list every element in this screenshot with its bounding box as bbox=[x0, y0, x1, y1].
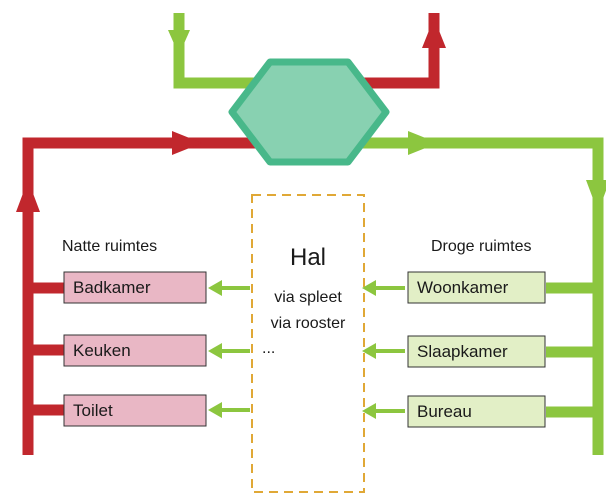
heat-exchanger-hexagon bbox=[228, 58, 390, 166]
dry-rooms-title: Droge ruimtes bbox=[431, 238, 531, 255]
wet-rooms-title: Natte ruimtes bbox=[62, 238, 157, 255]
hall-line-ellipsis: ... bbox=[262, 340, 275, 357]
hall-box bbox=[251, 194, 365, 493]
wet-room-label: Keuken bbox=[73, 341, 131, 360]
dry-room-woonkamer: Woonkamer bbox=[407, 271, 546, 304]
supply-flow-arrow bbox=[408, 131, 438, 155]
supply-arrowheads bbox=[168, 30, 606, 212]
transfer-arrows-left bbox=[208, 280, 250, 418]
hall-title: Hal bbox=[290, 244, 326, 271]
wet-room-keuken: Keuken bbox=[63, 334, 207, 367]
wet-room-label: Badkamer bbox=[73, 278, 151, 297]
wet-room-toilet: Toilet bbox=[63, 394, 207, 427]
exhaust-out-arrow bbox=[422, 18, 446, 48]
dry-room-label: Slaapkamer bbox=[417, 342, 508, 361]
dry-room-label: Bureau bbox=[417, 402, 472, 421]
exhaust-up-arrow bbox=[16, 180, 40, 212]
wet-room-badkamer: Badkamer bbox=[63, 271, 207, 304]
intake-arrow bbox=[168, 30, 190, 55]
hall-line-spleet: via spleet bbox=[274, 289, 342, 306]
hall-line-rooster: via rooster bbox=[271, 315, 346, 332]
transfer-arrows-right bbox=[362, 280, 405, 419]
exhaust-arrowheads bbox=[16, 18, 446, 212]
supply-down-arrow bbox=[586, 180, 606, 212]
wet-room-label: Toilet bbox=[73, 401, 113, 420]
dry-room-slaapkamer: Slaapkamer bbox=[407, 335, 546, 368]
dry-room-bureau: Bureau bbox=[407, 395, 546, 428]
exhaust-flow-arrow bbox=[172, 131, 202, 155]
dry-room-label: Woonkamer bbox=[417, 278, 509, 297]
